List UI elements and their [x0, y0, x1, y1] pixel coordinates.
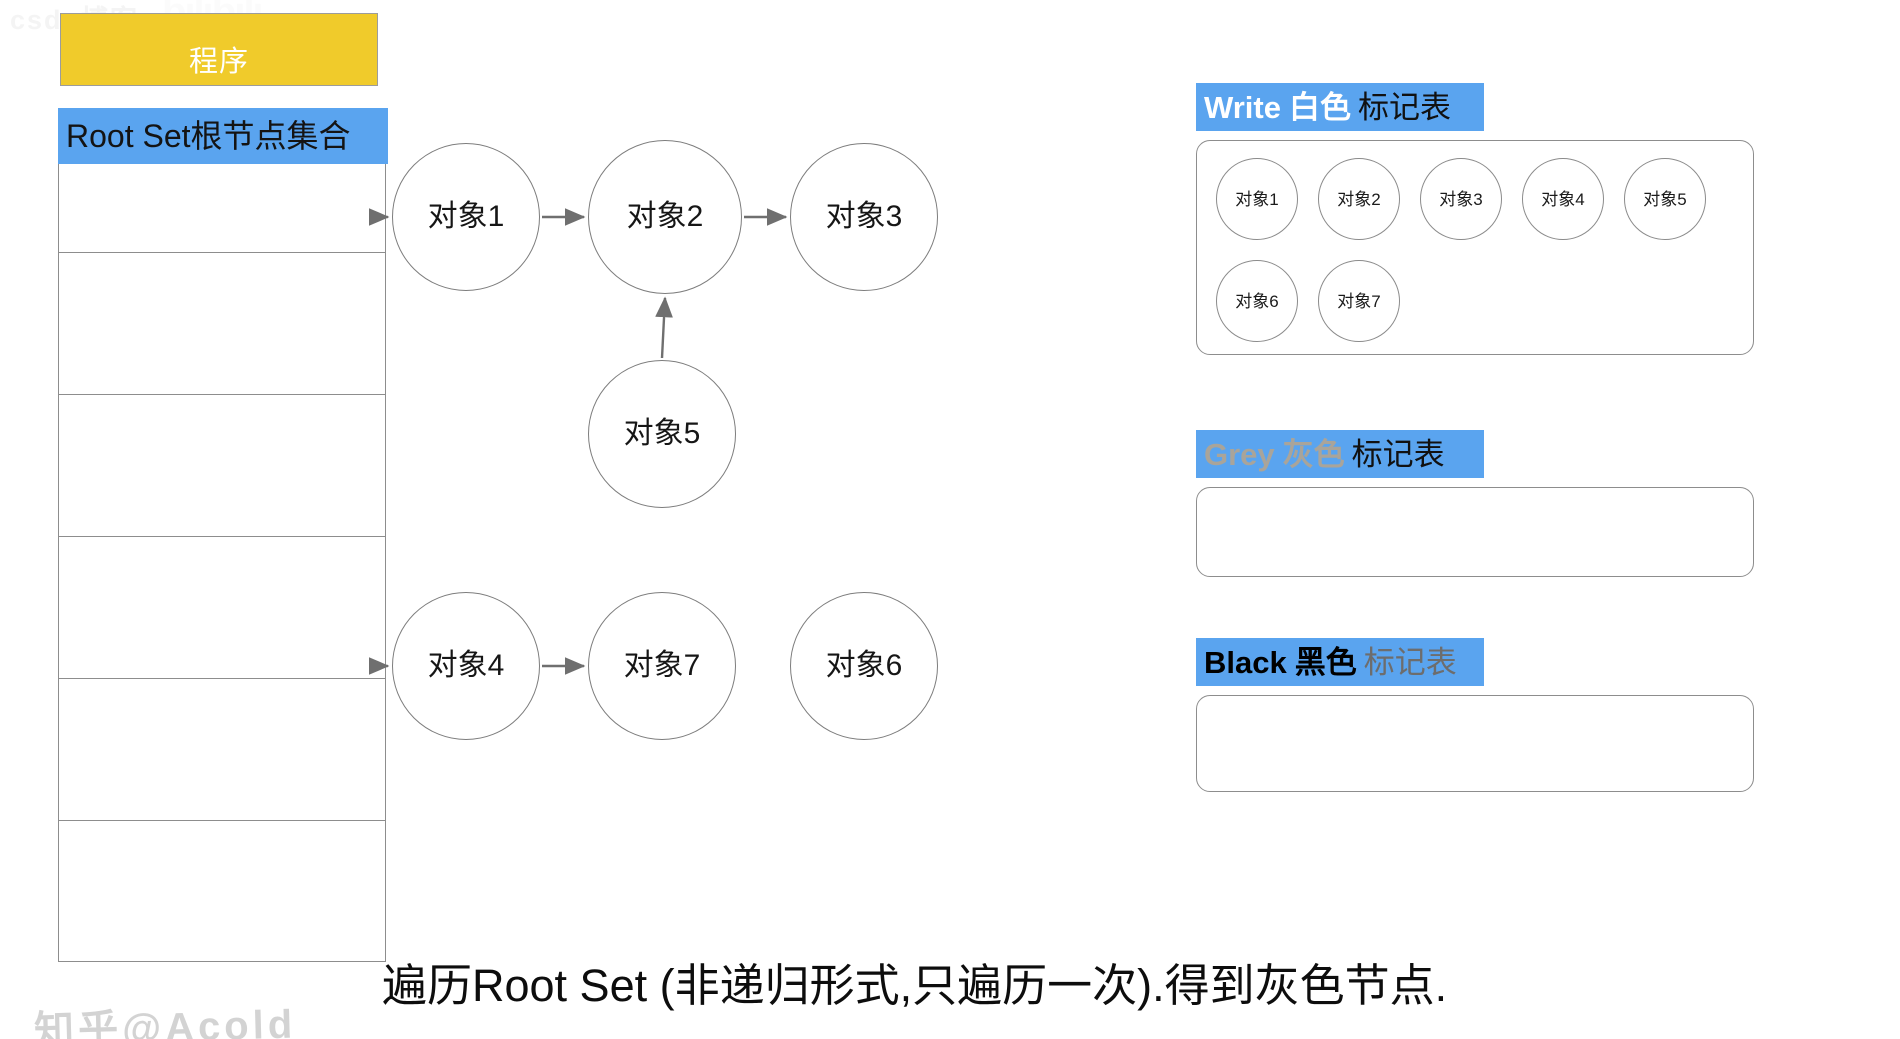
graph-node-label: 对象5	[623, 417, 701, 450]
bottom-watermark: 知乎@Acold	[33, 1002, 297, 1039]
graph-node-label: 对象1	[427, 200, 505, 233]
grey-header-color-word: 灰色	[1282, 436, 1345, 472]
graph-node-label: 对象3	[825, 200, 903, 233]
white-mark-item-label: 对象7	[1337, 291, 1381, 311]
black-header-color-word: 黑色	[1294, 644, 1357, 680]
black-header-suffix: 标记表	[1363, 644, 1457, 680]
white-mark-item-label: 对象1	[1235, 189, 1279, 209]
white-mark-item-label: 对象5	[1643, 189, 1687, 209]
root-set-table	[58, 110, 386, 962]
white-mark-item[interactable]: 对象6	[1216, 260, 1298, 342]
root-set-row[interactable]	[59, 111, 385, 253]
root-set-row[interactable]	[59, 253, 385, 395]
white-mark-item[interactable]: 对象7	[1318, 260, 1400, 342]
white-mark-item[interactable]: 对象5	[1624, 158, 1706, 240]
white-mark-item[interactable]: 对象4	[1522, 158, 1604, 240]
black-mark-table-header: Black 黑色 标记表	[1196, 638, 1484, 686]
root-set-row[interactable]	[59, 679, 385, 821]
graph-node-obj6[interactable]: 对象6	[790, 592, 938, 740]
program-box: 程序	[60, 13, 378, 86]
white-mark-item-label: 对象3	[1439, 189, 1483, 209]
graph-node-obj3[interactable]: 对象3	[790, 143, 938, 291]
root-set-header-label: Root Set根节点集合	[66, 118, 351, 154]
graph-node-obj5[interactable]: 对象5	[588, 360, 736, 508]
white-mark-item[interactable]: 对象3	[1420, 158, 1502, 240]
graph-node-obj7[interactable]: 对象7	[588, 592, 736, 740]
white-header-name: Write	[1204, 89, 1281, 125]
root-set-row[interactable]	[59, 537, 385, 679]
caption: 遍历Root Set (非递归形式,只遍历一次).得到灰色节点.	[382, 960, 1448, 1011]
graph-node-label: 对象6	[825, 649, 903, 682]
root-set-row[interactable]	[59, 395, 385, 537]
white-mark-item-label: 对象6	[1235, 291, 1279, 311]
black-header-name: Black	[1204, 644, 1287, 680]
white-header-color-word: 白色	[1288, 89, 1351, 125]
graph-node-obj2[interactable]: 对象2	[588, 140, 742, 294]
grey-mark-table-header: Grey 灰色 标记表	[1196, 430, 1484, 478]
white-mark-item-label: 对象2	[1337, 189, 1381, 209]
graph-node-obj1[interactable]: 对象1	[392, 143, 540, 291]
black-mark-table	[1196, 695, 1754, 792]
graph-node-label: 对象2	[626, 200, 704, 233]
arrow-obj5-to-obj2	[655, 296, 673, 359]
white-header-suffix: 标记表	[1357, 89, 1451, 125]
root-set-row[interactable]	[59, 821, 385, 963]
root-set-header: Root Set根节点集合	[58, 108, 388, 164]
grey-mark-table	[1196, 487, 1754, 577]
white-mark-item[interactable]: 对象1	[1216, 158, 1298, 240]
grey-header-name: Grey	[1204, 436, 1275, 472]
graph-node-obj4[interactable]: 对象4	[392, 592, 540, 740]
program-label: 程序	[188, 46, 249, 78]
white-mark-table-header: Write 白色 标记表	[1196, 83, 1484, 131]
graph-node-label: 对象4	[427, 649, 505, 682]
white-mark-item[interactable]: 对象2	[1318, 158, 1400, 240]
white-mark-item-label: 对象4	[1541, 189, 1585, 209]
grey-header-suffix: 标记表	[1351, 436, 1445, 472]
graph-node-label: 对象7	[623, 649, 701, 682]
